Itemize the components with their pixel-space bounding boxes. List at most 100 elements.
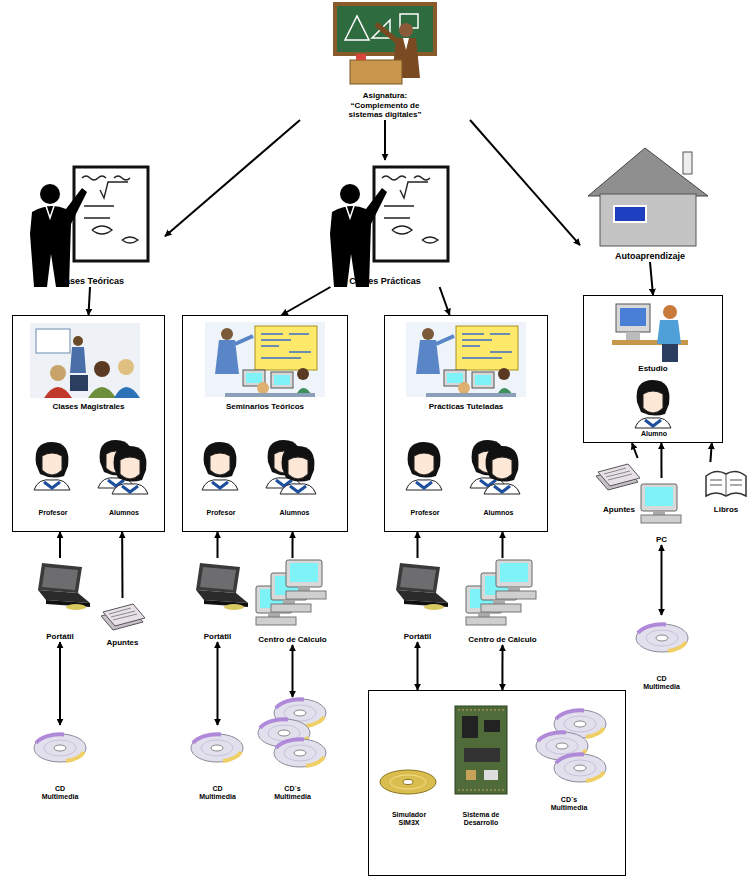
- node-label: Alumnos: [484, 509, 514, 517]
- group-box: Prácticas TuteladasProfesor Alumnos: [384, 315, 548, 532]
- connector-arrow: [59, 642, 61, 725]
- node-label: Prácticas Tuteladas: [429, 402, 504, 411]
- connector-arrow: [417, 642, 419, 690]
- group-box: Clases MagistralesProfesor Alumnos: [12, 315, 165, 532]
- icon-node: Profesor: [395, 438, 455, 518]
- icon-node: Profesor: [191, 438, 251, 518]
- node-label: Alumnos: [280, 509, 310, 517]
- notes-icon: [101, 604, 145, 630]
- icon-node: Profesor: [23, 438, 83, 518]
- node-label: Profesor: [207, 509, 236, 517]
- pc-icon: [641, 484, 681, 523]
- node-label: Estudio: [638, 364, 667, 373]
- icon-node: Sistema de Desarrollo: [447, 701, 515, 828]
- classroom-scene: [30, 323, 140, 398]
- connector-arrow: [710, 443, 711, 462]
- lecturer-icon: [30, 167, 148, 287]
- node-label: Sistema de Desarrollo: [456, 811, 506, 827]
- connector-arrow: [416, 532, 418, 558]
- computer-icon: [286, 560, 326, 599]
- connector-arrow: [292, 532, 294, 558]
- node-label: Clases Magistrales: [52, 402, 124, 411]
- connector-arrow: [217, 532, 219, 558]
- node-label: Alumno: [641, 430, 667, 438]
- node-label: Portátil: [404, 632, 432, 641]
- connector-arrow: [292, 645, 294, 697]
- profesor-icon: [202, 442, 238, 490]
- node-label: Asignatura: “Complemento de sistemas dig…: [340, 91, 430, 119]
- icon-node: CD Multimedia: [20, 725, 100, 802]
- node-label: CD Multimedia: [37, 785, 83, 801]
- icon-node: Apuntes: [588, 458, 650, 515]
- computer-icon: [496, 560, 536, 599]
- alumnos-icon: [112, 446, 148, 494]
- connector-arrow: [650, 262, 653, 295]
- node-label: Apuntes: [603, 505, 635, 514]
- alumnos-icon: [484, 446, 520, 494]
- study-scene: [612, 304, 688, 362]
- node-label: CD´s Multimedia: [544, 796, 594, 812]
- node-label: Apuntes: [107, 638, 139, 647]
- cd-icon: [554, 754, 606, 782]
- node-label: Simulador SIM3X: [385, 811, 433, 827]
- node-label: Centro de Cálculo: [468, 635, 536, 644]
- node-label: Portátil: [204, 632, 232, 641]
- node-label: Clases Prácticas: [349, 276, 421, 286]
- node-label: CD Multimedia: [639, 675, 685, 691]
- group-box: Simulador SIM3X Sistema de Desarrollo CD´s…: [368, 690, 626, 876]
- node-label: Autoaprendizaje: [615, 251, 685, 261]
- icon-node: Apuntes: [100, 598, 145, 648]
- icon-node: Alumnos: [257, 438, 332, 518]
- node-label: Libros: [714, 505, 738, 514]
- simulator-disc: [380, 770, 436, 794]
- laptop-icon: [38, 563, 90, 610]
- cd-icon: [274, 739, 326, 767]
- icon-node: Alumno: [626, 377, 682, 439]
- icon-node: Alumnos: [461, 438, 536, 518]
- connectors: [60, 120, 712, 725]
- cd-icon: [34, 734, 86, 762]
- alumnos-icon: [280, 446, 316, 494]
- icon-node: CD Multimedia: [620, 615, 703, 692]
- node-label: CD Multimedia: [195, 785, 241, 801]
- node-label: Alumnos: [109, 509, 139, 517]
- connector-arrow: [502, 532, 504, 558]
- node-label: Centro de Cálculo: [258, 635, 326, 644]
- icon-node: Clases Teóricas: [15, 160, 165, 287]
- icon-node: Simulador SIM3X: [377, 746, 441, 828]
- teacher-board-icon: [335, 4, 435, 84]
- icon-node: Portátil: [20, 558, 100, 642]
- node-label: CD´s Multimedia: [268, 785, 318, 801]
- icon-node: PC: [628, 478, 695, 545]
- lecturer-icon: [330, 167, 448, 287]
- icon-node: CD Multimedia: [177, 725, 258, 802]
- icon-node: Clases Prácticas: [320, 160, 450, 287]
- connector-arrow: [632, 443, 638, 458]
- lab-scene: [406, 322, 526, 397]
- node-label: Portátil: [46, 632, 74, 641]
- icon-node: CD´s Multimedia: [519, 701, 619, 813]
- connector-arrow: [59, 532, 61, 558]
- connector-arrow: [384, 120, 386, 160]
- connector-arrow: [660, 443, 662, 478]
- node-label: Profesor: [39, 509, 68, 517]
- node-label: Profesor: [411, 509, 440, 517]
- icon-node: Portátil: [380, 558, 455, 642]
- connector-arrow: [440, 287, 450, 315]
- icon-node: CD´s Multimedia: [250, 697, 335, 802]
- connector-arrow: [470, 120, 580, 245]
- connector-arrow: [165, 120, 300, 236]
- connector-arrow: [661, 545, 663, 615]
- connector-arrow: [89, 287, 91, 315]
- icon-node: Centro de Cálculo: [250, 558, 335, 645]
- icon-node: Centro de Cálculo: [455, 558, 550, 645]
- cd-icon: [191, 734, 243, 762]
- connector-arrow: [217, 642, 219, 725]
- node-label: PC: [656, 535, 667, 544]
- icon-node: Autoaprendizaje: [580, 150, 720, 262]
- profesor-icon: [34, 442, 70, 490]
- icon-node: Alumnos: [89, 438, 159, 518]
- laptop-icon: [196, 563, 248, 610]
